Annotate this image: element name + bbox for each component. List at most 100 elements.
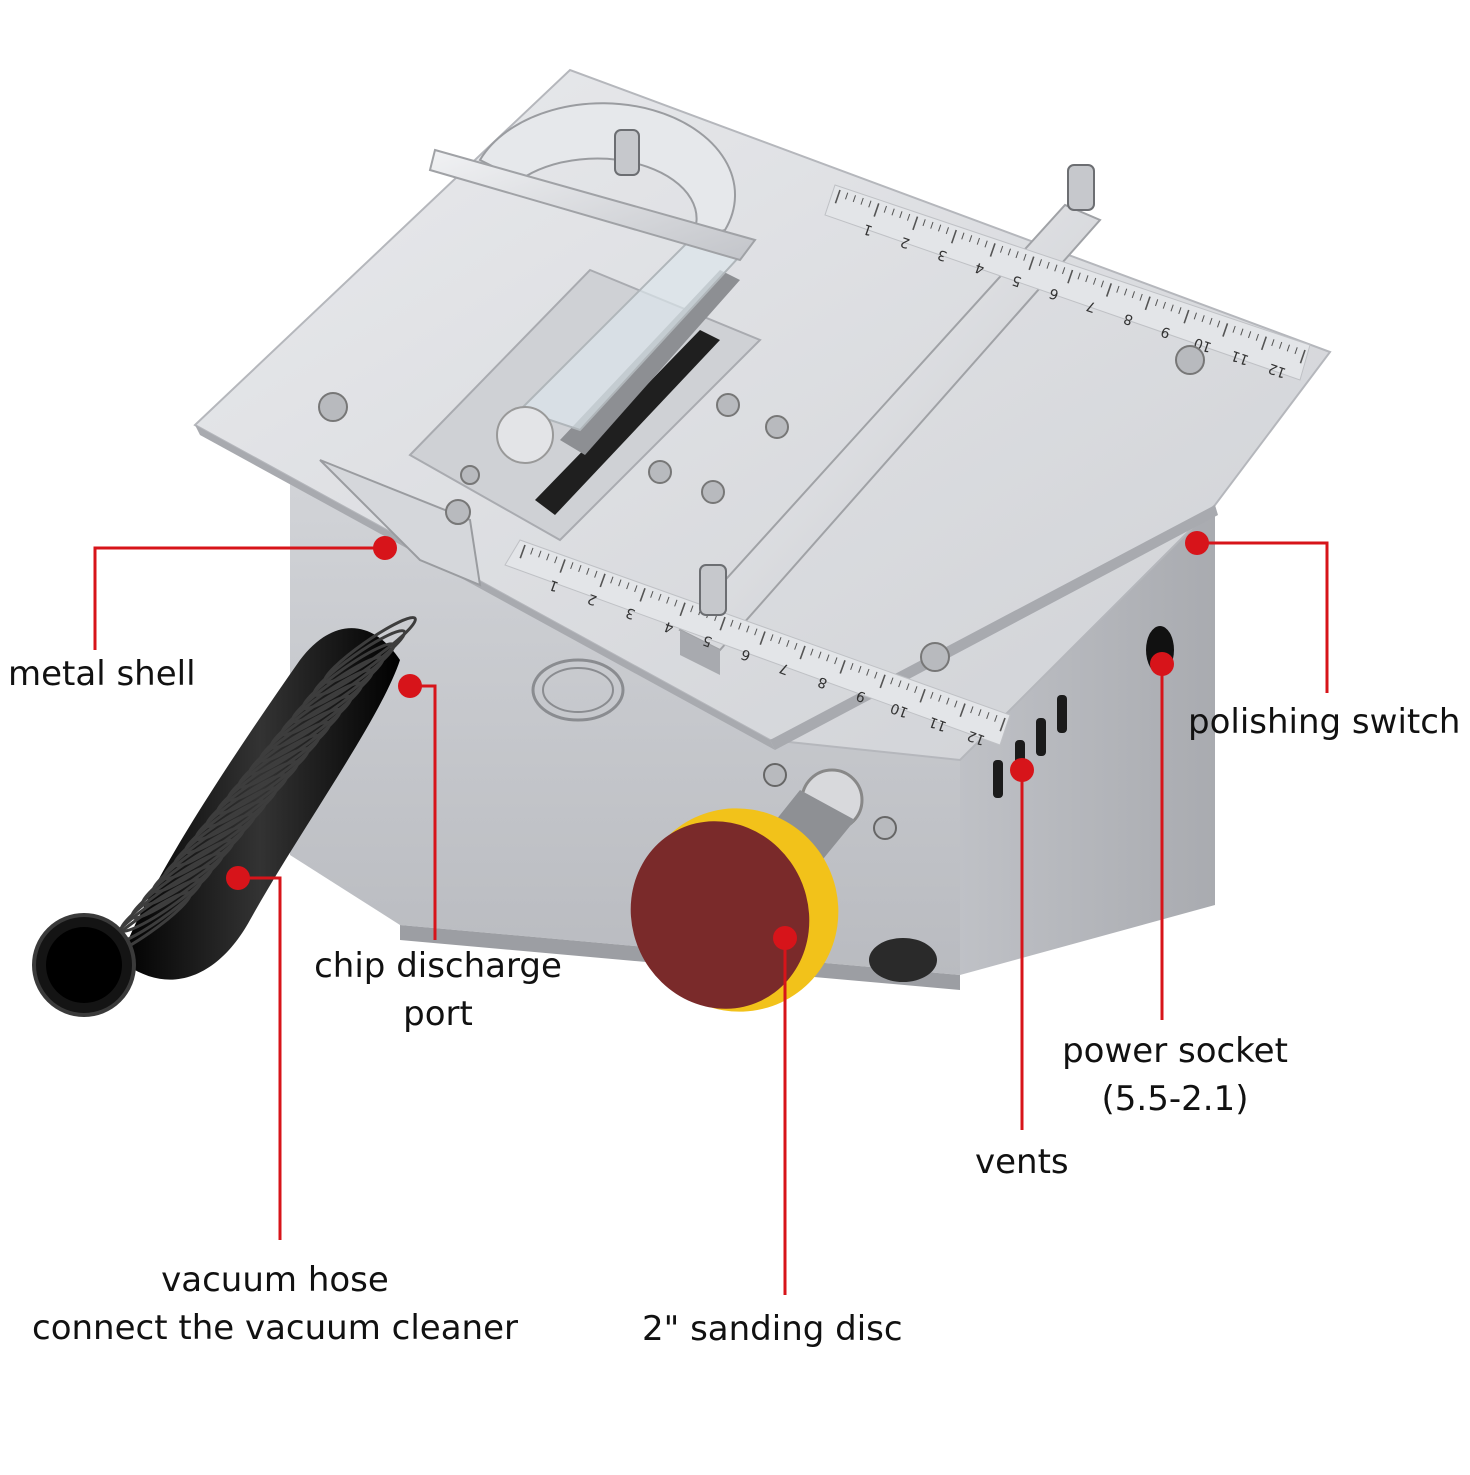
ruler-right-tick <box>1123 288 1128 296</box>
miter-gauge <box>319 102 757 587</box>
ruler-front-tick <box>594 570 598 578</box>
ruler-front-tick <box>586 567 590 575</box>
ruler-right-tick <box>1247 331 1252 339</box>
label-power-socket-line2: (5.5-2.1) <box>1101 1079 1249 1119</box>
ruler-right-tick <box>1240 328 1244 336</box>
ruler-right-tick <box>961 232 965 240</box>
ruler-front-tick <box>754 628 758 636</box>
ruler-front-tick <box>519 544 526 559</box>
ruler-front-tick <box>930 691 934 699</box>
ruler-front-tick <box>599 573 606 588</box>
sanding-disc-assembly <box>630 763 897 1012</box>
ruler-front-tick <box>554 556 558 564</box>
ruler-front-tick <box>578 565 582 572</box>
ruler-right-tick <box>1144 296 1151 311</box>
hose-rib <box>323 616 417 684</box>
ruler-front-tick <box>679 602 686 617</box>
ruler-front-tick <box>999 717 1006 732</box>
label-power-socket: power socket (5.5-2.1) <box>1040 1027 1310 1123</box>
ruler-right-tick <box>1278 341 1283 349</box>
certificate-badge <box>531 658 625 722</box>
ruler-front-tick <box>778 637 782 645</box>
ruler-right-tick <box>1015 251 1019 259</box>
ruler-front-tick <box>719 616 726 631</box>
ruler-front-tick <box>546 553 550 561</box>
ruler-front-tick <box>954 700 958 708</box>
ruler-right-tick <box>1100 280 1104 288</box>
label-sanding-disc: 2" sanding disc <box>642 1309 903 1349</box>
ruler-front-tick <box>799 645 806 660</box>
ruler-right-tick <box>930 221 934 229</box>
ruler-right-tick <box>1162 301 1166 309</box>
ruler-front-tick <box>919 688 926 703</box>
ruler-front-tick <box>634 585 638 593</box>
ruler-right-tick <box>1023 253 1027 261</box>
ruler-right-tick <box>1260 336 1268 351</box>
ruler-front-tick <box>666 596 670 604</box>
ruler-front-tick <box>946 697 950 705</box>
ruler-right-tick <box>1007 248 1011 256</box>
ruler-front-tick <box>986 712 990 719</box>
ruler-right-tick <box>1209 317 1213 325</box>
ruler-right-tick <box>906 213 911 221</box>
ruler-right-tick <box>1061 267 1066 275</box>
ruler-front-tick <box>538 550 542 558</box>
ruler-right-tick <box>852 195 856 203</box>
ruler-right-tick <box>945 227 949 235</box>
ruler-right-tick <box>937 224 942 232</box>
ruler-right-tick <box>950 229 958 244</box>
ruler-right-tick <box>1092 277 1097 285</box>
saw-blade-guard <box>496 228 752 464</box>
ruler-front-tick <box>570 562 574 570</box>
label-vacuum-hose: vacuum hose connect the vacuum cleaner <box>20 1256 530 1352</box>
ruler-front-tick <box>994 714 998 722</box>
ruler-right-tick <box>1067 269 1074 284</box>
callout-dots <box>226 531 1209 950</box>
ruler-right-tick <box>868 200 872 208</box>
ruler-front-tick <box>938 694 942 702</box>
ruler-right-tick <box>873 203 880 217</box>
ruler-right-tick <box>922 219 926 227</box>
ruler-right-tick <box>1154 299 1159 307</box>
ruler-right-tick <box>1183 309 1190 324</box>
ruler-front-tick <box>879 674 886 689</box>
ruler-front-tick <box>746 625 750 633</box>
ruler-front-number: 10 <box>888 699 910 720</box>
ruler-right-tick <box>899 211 903 219</box>
ruler-front-tick <box>866 668 870 676</box>
ruler-right-tick <box>834 189 841 204</box>
ruler-right-tick <box>1028 256 1035 271</box>
ruler-right-tick <box>1038 259 1042 267</box>
rip-fence <box>678 203 1102 675</box>
ruler-right-tick <box>1054 264 1058 272</box>
ruler-right-tick <box>989 243 996 257</box>
ruler-front-tick <box>810 648 814 656</box>
ruler-right-tick <box>1193 312 1197 320</box>
ruler-front-tick <box>770 634 774 642</box>
vacuum-hose <box>32 616 417 1017</box>
ruler-front-tick <box>759 631 766 645</box>
ruler-right-tick <box>1222 323 1229 337</box>
ruler-right-tick <box>1178 307 1182 315</box>
ruler-front-tick <box>826 654 830 662</box>
ruler-front-tick <box>834 657 838 665</box>
ruler-right-tick <box>1201 315 1205 323</box>
ruler-right-tick <box>1299 349 1306 364</box>
label-polishing-switch: polishing switch <box>1188 702 1461 742</box>
ruler-right-tick <box>1105 283 1113 297</box>
label-chip-discharge-line2: port <box>403 994 473 1034</box>
hose-rib <box>312 629 407 697</box>
ruler-right-tick <box>1139 293 1143 301</box>
wing-nuts <box>614 129 1095 616</box>
ruler-front-tick <box>610 576 614 584</box>
ruler-front-tick <box>530 547 534 555</box>
label-vacuum-hose-line2: connect the vacuum cleaner <box>32 1308 518 1348</box>
ruler-front-tick <box>674 599 678 607</box>
ruler-right-tick <box>1232 325 1236 333</box>
label-metal-shell: metal shell <box>8 654 196 694</box>
label-chip-discharge-line1: chip discharge <box>314 946 562 986</box>
